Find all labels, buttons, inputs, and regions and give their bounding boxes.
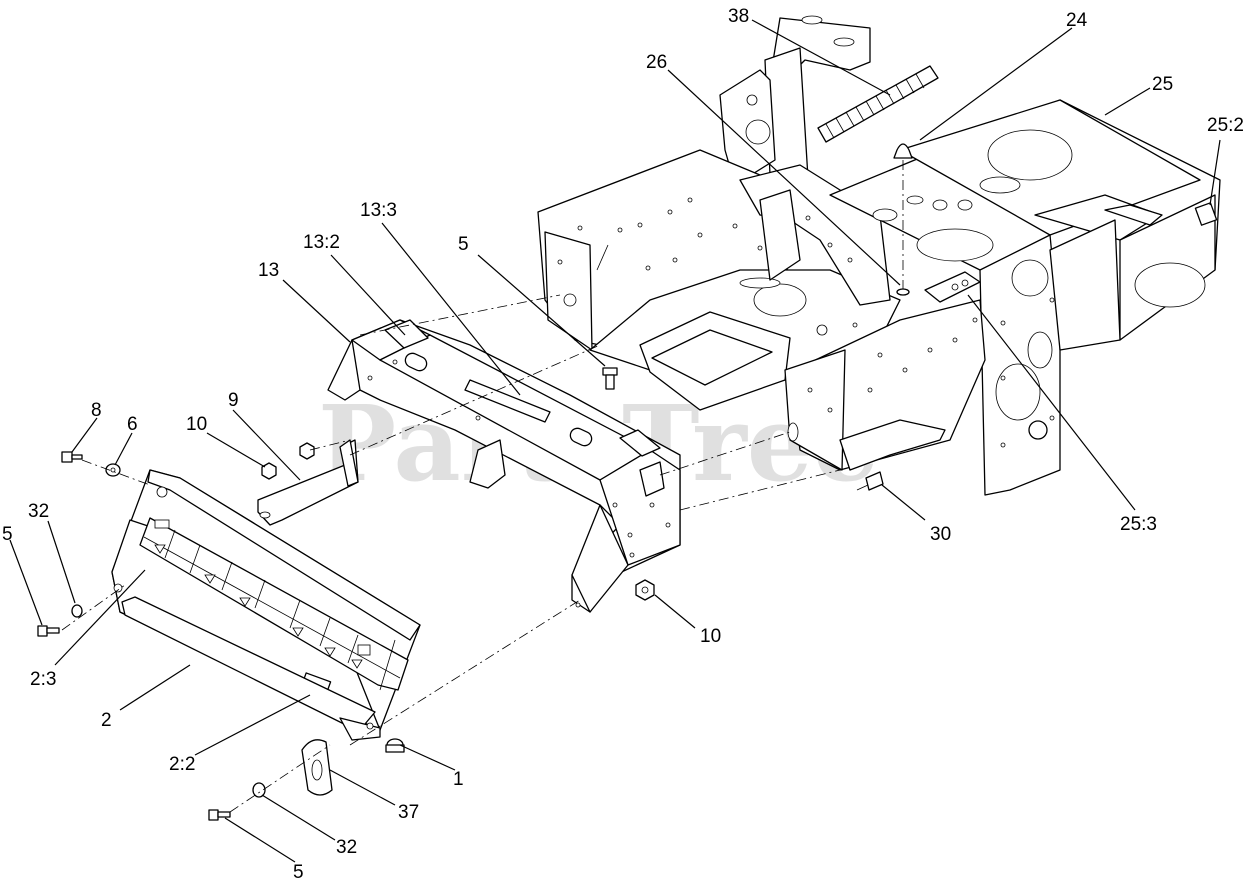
- callout-5-left: 5: [2, 524, 13, 545]
- callout-2: 2: [101, 710, 112, 731]
- callout-13-2: 13:2: [303, 232, 340, 253]
- bolt-5-lower: [208, 809, 231, 821]
- decal-13-3: [464, 379, 551, 423]
- callout-32-upper: 32: [28, 501, 49, 522]
- latch-37: [301, 739, 333, 796]
- leader-lines: [9, 19, 1221, 863]
- decal-2-3: [139, 517, 409, 691]
- callout-labels: 38 24 26 25 25:2 13:3 13:2 13 5 8 9 6 10…: [2, 6, 1244, 883]
- bolt-5-left: [37, 625, 60, 637]
- callout-5-upper: 5: [458, 234, 469, 255]
- cross-member: [327, 319, 681, 613]
- callout-37: 37: [398, 802, 419, 823]
- washer-32-lower: [252, 782, 266, 798]
- callout-10-upper: 10: [186, 414, 207, 435]
- knob-1: [385, 738, 405, 753]
- callout-26: 26: [646, 52, 667, 73]
- nut-10-right: [635, 579, 655, 601]
- callout-8: 8: [91, 400, 102, 421]
- bolt-30: [856, 471, 884, 491]
- callout-2-3: 2:3: [30, 669, 56, 690]
- bracket-9: [257, 439, 359, 526]
- callout-9: 9: [228, 390, 239, 411]
- callout-30: 30: [930, 524, 951, 545]
- callout-13: 13: [258, 260, 279, 281]
- callout-24: 24: [1066, 10, 1088, 31]
- callout-38: 38: [728, 6, 749, 27]
- callout-2-2: 2:2: [169, 754, 195, 775]
- spring-38: [817, 65, 939, 143]
- callout-6: 6: [127, 414, 138, 435]
- callout-25-3: 25:3: [1120, 514, 1157, 535]
- callout-10-right: 10: [700, 626, 721, 647]
- nut-10-upper: [261, 442, 315, 480]
- callout-5-lower: 5: [293, 862, 304, 883]
- washer-6: [105, 463, 121, 477]
- control-panel: [111, 469, 421, 741]
- callout-1: 1: [453, 769, 464, 790]
- callout-25-2: 25:2: [1207, 115, 1244, 136]
- rear-frame: [537, 15, 1221, 496]
- bumper-24: [893, 143, 913, 296]
- decal-25-2: [1194, 202, 1218, 226]
- callout-25: 25: [1152, 74, 1173, 95]
- callout-13-3: 13:3: [360, 200, 397, 221]
- assembly-centerlines: [61, 294, 841, 813]
- callout-32-lower: 32: [336, 837, 357, 858]
- bolt-8: [61, 451, 83, 463]
- bolt-5-upper: [602, 367, 618, 390]
- washer-32-upper: [71, 604, 83, 618]
